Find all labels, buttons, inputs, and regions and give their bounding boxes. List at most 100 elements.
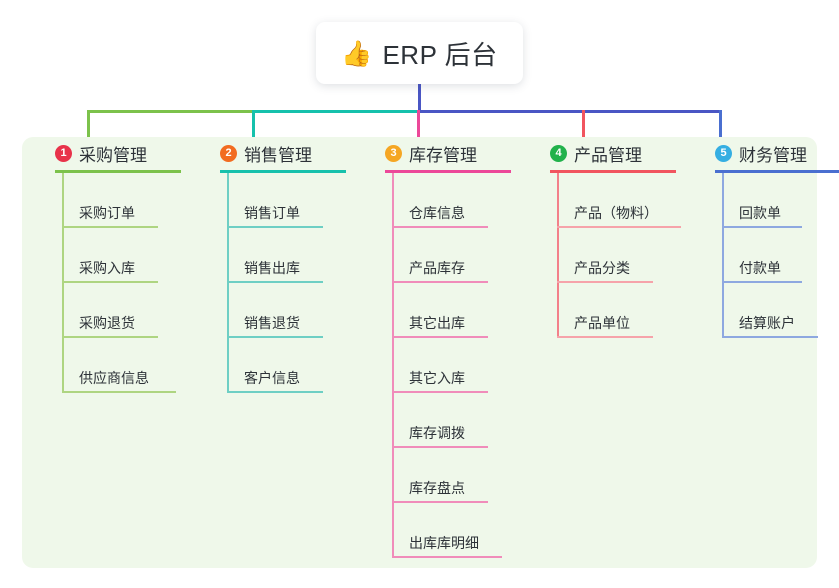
branch-column-sales: 2 销售管理销售订单销售出库销售退货客户信息	[201, 137, 361, 393]
branch-item-label: 采购入库	[79, 260, 135, 276]
branch-item-label: 供应商信息	[79, 370, 149, 386]
branch-item[interactable]: 采购退货	[62, 283, 196, 338]
branch-header-inventory[interactable]: 3 库存管理	[366, 137, 526, 170]
branch-header-finance[interactable]: 5 财务管理	[696, 137, 839, 170]
branch-number-badge: 1	[55, 145, 72, 162]
branches-panel	[22, 137, 817, 568]
branch-item-underline	[392, 281, 488, 283]
branch-item-underline	[62, 336, 158, 338]
branch-item-underline	[557, 226, 681, 228]
branch-item-underline	[62, 281, 158, 283]
branch-item[interactable]: 库存盘点	[392, 448, 526, 503]
branch-header-sales[interactable]: 2 销售管理	[201, 137, 361, 170]
branch-item-underline	[392, 391, 488, 393]
branch-number-badge: 3	[385, 145, 402, 162]
branch-title: 销售管理	[244, 146, 312, 165]
branch-item-label: 产品（物料）	[574, 205, 658, 221]
drop-line-sales	[252, 110, 255, 137]
branch-header-underline	[715, 170, 839, 173]
branch-title: 财务管理	[739, 146, 807, 165]
branch-item-label: 产品库存	[409, 260, 465, 276]
branch-items-product: 产品（物料） 产品分类产品单位	[557, 173, 691, 338]
branch-item-label: 销售出库	[244, 260, 300, 276]
branch-item[interactable]: 产品（物料）	[557, 173, 691, 228]
branch-item-label: 销售订单	[244, 205, 300, 221]
branch-rail	[227, 173, 229, 393]
branch-items-sales: 销售订单销售出库销售退货客户信息	[227, 173, 361, 393]
branch-item[interactable]: 客户信息	[227, 338, 361, 393]
branch-header-underline	[550, 170, 676, 173]
branch-item[interactable]: 销售出库	[227, 228, 361, 283]
branch-items-purchase: 采购订单采购入库采购退货供应商信息	[62, 173, 196, 393]
branch-item-underline	[557, 336, 653, 338]
branch-item[interactable]: 结算账户	[722, 283, 839, 338]
branch-item[interactable]: 其它入库	[392, 338, 526, 393]
branch-item-label: 结算账户	[739, 315, 795, 331]
branch-item[interactable]: 出库库明细	[392, 503, 526, 558]
branch-rail	[557, 173, 559, 338]
bus-segment-blue	[417, 110, 720, 113]
bus-segment-teal	[252, 110, 419, 113]
branch-item-label: 仓库信息	[409, 205, 465, 221]
branch-item-underline	[227, 336, 323, 338]
branch-item-underline	[227, 226, 323, 228]
branch-item-label: 销售退货	[244, 315, 300, 331]
bus-segment-green	[87, 110, 254, 113]
branch-item[interactable]: 采购入库	[62, 228, 196, 283]
branch-item-label: 客户信息	[244, 370, 300, 386]
branch-item-label: 采购退货	[79, 315, 135, 331]
branch-column-purchase: 1 采购管理采购订单采购入库采购退货供应商信息	[36, 137, 196, 393]
drop-line-product	[582, 110, 585, 137]
branch-item[interactable]: 产品库存	[392, 228, 526, 283]
branch-item-label: 采购订单	[79, 205, 135, 221]
branch-header-purchase[interactable]: 1 采购管理	[36, 137, 196, 170]
branch-item-underline	[392, 226, 488, 228]
branch-item-label: 库存调拨	[409, 425, 465, 441]
branch-header-underline	[220, 170, 346, 173]
branch-item[interactable]: 仓库信息	[392, 173, 526, 228]
thumbs-up-icon: 👍	[341, 39, 373, 68]
branch-title: 采购管理	[79, 146, 147, 165]
branch-item-underline	[62, 226, 158, 228]
branch-rail	[392, 173, 394, 558]
branch-item[interactable]: 其它出库	[392, 283, 526, 338]
root-node-title: ERP 后台	[382, 39, 498, 70]
branch-item-underline	[392, 556, 502, 558]
branch-item[interactable]: 回款单	[722, 173, 839, 228]
branch-item[interactable]: 销售退货	[227, 283, 361, 338]
branch-columns: 1 采购管理采购订单采购入库采购退货供应商信息 2 销售管理销售订单销售出库销售退货客…	[22, 137, 839, 568]
branch-item-underline	[722, 281, 802, 283]
branch-item-underline	[722, 336, 818, 338]
branch-number-badge: 5	[715, 145, 732, 162]
branch-rail	[62, 173, 64, 393]
branch-item[interactable]: 采购订单	[62, 173, 196, 228]
branch-rail	[722, 173, 724, 338]
branch-column-finance: 5 财务管理回款单付款单结算账户	[696, 137, 839, 338]
branch-title: 产品管理	[574, 146, 642, 165]
branch-item[interactable]: 供应商信息	[62, 338, 196, 393]
branch-item-label: 其它入库	[409, 370, 465, 386]
branch-item-underline	[392, 336, 488, 338]
branch-column-inventory: 3 库存管理仓库信息产品库存其它出库其它入库库存调拨库存盘点出库库明细	[366, 137, 526, 558]
branch-item-underline	[557, 281, 653, 283]
branch-number-badge: 2	[220, 145, 237, 162]
branch-item-underline	[227, 391, 323, 393]
root-node-erp-backend[interactable]: 👍 ERP 后台	[316, 22, 523, 84]
branch-items-inventory: 仓库信息产品库存其它出库其它入库库存调拨库存盘点出库库明细	[392, 173, 526, 558]
branch-item-underline	[722, 226, 802, 228]
drop-line-finance	[719, 110, 722, 137]
branch-item-label: 库存盘点	[409, 480, 465, 496]
branch-item-underline	[62, 391, 176, 393]
branch-title: 库存管理	[409, 146, 477, 165]
branch-item-label: 产品单位	[574, 315, 630, 331]
branch-header-underline	[55, 170, 181, 173]
branch-item[interactable]: 付款单	[722, 228, 839, 283]
branch-item[interactable]: 库存调拨	[392, 393, 526, 448]
branch-item[interactable]: 产品分类	[557, 228, 691, 283]
branch-item[interactable]: 产品单位	[557, 283, 691, 338]
branch-item-underline	[392, 446, 488, 448]
branch-item[interactable]: 销售订单	[227, 173, 361, 228]
